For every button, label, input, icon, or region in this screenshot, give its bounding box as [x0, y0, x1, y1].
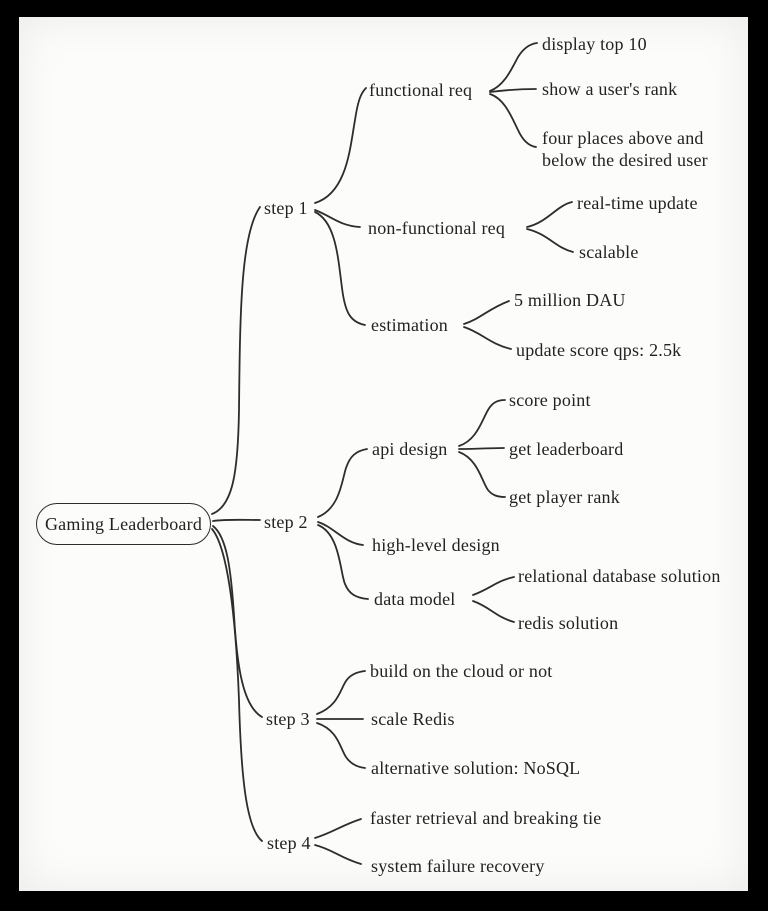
node-step-1: step 1 [264, 198, 308, 218]
node-get-player-rank: get player rank [509, 487, 620, 507]
node-scalable: scalable [579, 242, 639, 262]
node-high-level-design: high-level design [372, 535, 500, 555]
edge-root-step2 [212, 518, 261, 522]
node-non-functional-req: non-functional req [368, 218, 506, 238]
edge-root-step1 [211, 206, 261, 515]
node-show-users-rank: show a user's rank [542, 79, 678, 99]
node-5-million-dau: 5 million DAU [514, 290, 626, 310]
node-alternative-solution-nosql: alternative solution: NoSQL [371, 758, 581, 778]
edge-functional-show-rank [489, 88, 537, 93]
node-estimation: estimation [371, 315, 448, 335]
edge-nonfunctional-real-time [526, 201, 573, 228]
node-display-top-10: display top 10 [542, 34, 647, 54]
edge-step1-non-functional-req [314, 209, 361, 228]
node-relational-database-solution: relational database solution [518, 566, 721, 586]
edge-step4-system-failure [314, 844, 362, 865]
edge-step4-faster-retrieval [314, 818, 362, 839]
node-four-places-above-below: four places above and below the desired … [542, 128, 708, 170]
edge-api-get-leaderboard [458, 447, 505, 450]
edge-step1-functional-req [314, 87, 367, 204]
node-score-point: score point [509, 390, 591, 410]
node-system-failure-recovery: system failure recovery [371, 856, 545, 876]
node-data-model: data model [374, 589, 456, 609]
node-functional-req: functional req [369, 80, 473, 100]
edge-api-get-player-rank [458, 451, 506, 498]
node-update-score-qps: update score qps: 2.5k [516, 340, 682, 360]
node-faster-retrieval-breaking-tie: faster retrieval and breaking tie [370, 808, 602, 828]
node-step-3: step 3 [266, 709, 310, 729]
node-api-design: api design [372, 439, 448, 459]
edge-root-step4 [211, 528, 263, 842]
node-build-on-cloud-or-not: build on the cloud or not [370, 661, 553, 681]
root-node-gaming-leaderboard: Gaming Leaderboard [36, 503, 211, 545]
edge-datamodel-relational [472, 576, 515, 596]
edge-step3-alternative [316, 722, 366, 769]
node-get-leaderboard: get leaderboard [509, 439, 624, 459]
edge-step3-cloud [316, 670, 366, 715]
page-background [19, 17, 748, 891]
node-step-2: step 2 [264, 512, 308, 532]
edge-functional-display-top-10 [489, 42, 538, 92]
edge-step2-high-level [317, 521, 364, 546]
node-redis-solution: redis solution [518, 613, 619, 633]
edge-step1-estimation [314, 211, 366, 326]
edge-step2-data-model [317, 524, 369, 600]
edge-step2-api-design [317, 448, 368, 518]
node-scale-redis: scale Redis [371, 709, 455, 729]
edge-estimation-dau [463, 300, 510, 325]
edge-nonfunctional-scalable [526, 228, 574, 253]
edge-api-score-point [458, 399, 506, 447]
edge-datamodel-redis [472, 600, 515, 623]
edge-functional-four-places [489, 93, 537, 148]
edge-root-step3 [212, 525, 263, 718]
edge-estimation-qps [463, 326, 512, 350]
root-node-label: Gaming Leaderboard [44, 513, 203, 534]
node-real-time-update: real-time update [577, 193, 698, 213]
node-step-4: step 4 [267, 833, 311, 853]
